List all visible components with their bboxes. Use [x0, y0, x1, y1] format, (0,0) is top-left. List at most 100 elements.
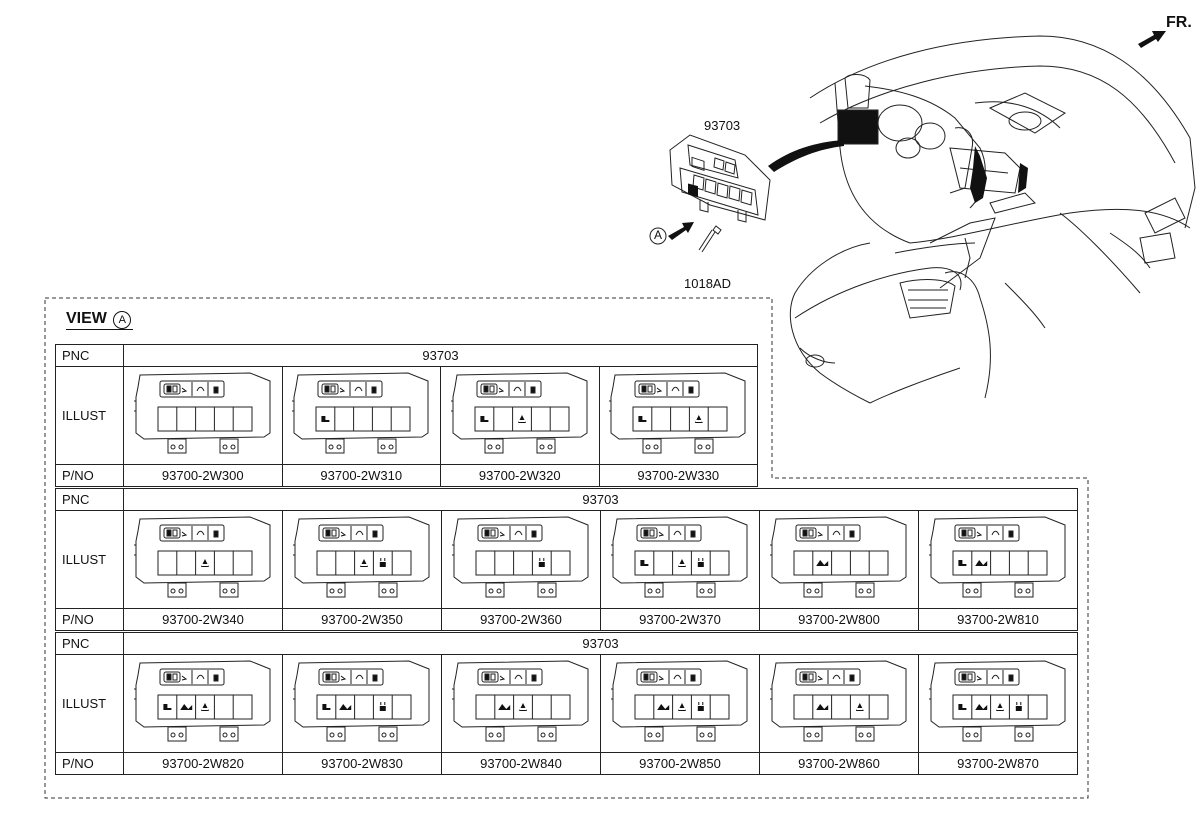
- part-number: 93700-2W350: [282, 608, 442, 631]
- panel-body: [771, 516, 907, 584]
- illust-cell: [598, 366, 758, 465]
- wiper-icon: [514, 530, 523, 536]
- part-number: 93700-2W330: [598, 464, 758, 487]
- illust-cell: [918, 654, 1078, 753]
- wiper-icon: [355, 674, 364, 680]
- mounting-tab: [962, 726, 982, 742]
- mounting-tab: [219, 582, 239, 598]
- illust-cell: [759, 654, 919, 753]
- panel-body: [293, 372, 429, 440]
- seat-icon: [163, 704, 172, 710]
- pnc-value: 93703: [123, 632, 1078, 655]
- heater-icon: [538, 562, 545, 567]
- lock-icon: [690, 674, 696, 682]
- mounting-tab: [644, 582, 664, 598]
- panel-body: [135, 516, 271, 584]
- illust-cell: [441, 510, 601, 609]
- parts-table-1: PNC 93703 ILLUST P/NO 93700-2W300 93700-…: [55, 344, 758, 487]
- illust-cell: [282, 654, 442, 753]
- lock-icon: [213, 674, 219, 682]
- switch-panel-illustration: [293, 516, 430, 598]
- mounting-tab: [484, 438, 504, 454]
- illust-cell: [600, 510, 760, 609]
- illust-cell: [281, 366, 441, 465]
- part-number: 93700-2W830: [282, 752, 442, 775]
- top-cluster: [636, 524, 702, 542]
- mounting-tab: [537, 726, 557, 742]
- wiper-icon: [514, 674, 523, 680]
- lock-icon: [531, 530, 537, 538]
- button-bank: [793, 694, 889, 720]
- switch-panel-illustration: [452, 660, 589, 742]
- mounting-tab: [219, 438, 239, 454]
- part-number: 93700-2W320: [440, 464, 600, 487]
- camera-icon: [498, 704, 511, 710]
- wiper-icon: [196, 674, 205, 680]
- seat-icon: [480, 416, 489, 422]
- front-direction-arrow-icon: [1138, 31, 1166, 48]
- mirror-switch: [480, 383, 498, 395]
- mirror-switch: [799, 671, 817, 683]
- view-title: VIEW A: [66, 310, 134, 330]
- panel-body: [453, 516, 589, 584]
- front-direction-label: FR.: [1166, 14, 1192, 31]
- switch-panel-illustration: [929, 660, 1066, 742]
- seat-icon: [321, 416, 330, 422]
- pnc-value: 93703: [123, 344, 758, 367]
- wiper-icon: [991, 674, 1000, 680]
- mounting-tab: [855, 726, 875, 742]
- pnc-value: 93703: [123, 488, 1078, 511]
- illust-row-label: ILLUST: [55, 510, 124, 609]
- illust-cell: [123, 654, 283, 753]
- mounting-tab: [644, 726, 664, 742]
- top-cluster: [318, 668, 384, 686]
- top-cluster: [954, 668, 1020, 686]
- seat-icon: [322, 704, 331, 710]
- wiper-icon: [673, 674, 682, 680]
- switch-panel-illustration: [292, 372, 429, 454]
- mounting-tab: [694, 438, 714, 454]
- wiper-icon: [832, 530, 841, 536]
- mounting-tab: [167, 726, 187, 742]
- top-cluster: [317, 380, 383, 398]
- top-cluster: [159, 524, 225, 542]
- part-number: 93700-2W840: [441, 752, 601, 775]
- lock-icon: [213, 386, 219, 394]
- button-bank: [316, 694, 412, 720]
- part-number: 93700-2W340: [123, 608, 283, 631]
- assembly-part-number: 93703: [704, 118, 741, 133]
- pnc-row-label: PNC: [55, 344, 124, 367]
- lock-icon: [213, 530, 219, 538]
- top-cluster: [636, 668, 702, 686]
- illust-cell: [441, 654, 601, 753]
- panel-body: [135, 372, 271, 440]
- location-pointer-arrow: [768, 140, 844, 172]
- top-cluster: [795, 668, 861, 686]
- mounting-tab: [536, 438, 556, 454]
- camera-icon: [180, 704, 193, 710]
- mounting-tab: [803, 582, 823, 598]
- mounting-tab: [167, 438, 187, 454]
- mounting-tab: [167, 582, 187, 598]
- mirror-switch: [321, 383, 339, 395]
- pno-row-label: P/NO: [55, 464, 124, 487]
- mounting-tab: [377, 438, 397, 454]
- button-bank: [793, 550, 889, 576]
- heater-icon: [697, 562, 704, 567]
- switch-panel-illustration: [293, 660, 430, 742]
- wiper-icon: [513, 386, 522, 392]
- mirror-switch: [799, 527, 817, 539]
- mirror-switch: [322, 527, 340, 539]
- top-cluster: [795, 524, 861, 542]
- lock-icon: [688, 386, 694, 394]
- mounting-tab: [325, 438, 345, 454]
- panel-body: [135, 660, 271, 728]
- button-bank: [316, 550, 412, 576]
- view-title-text: VIEW: [66, 310, 107, 327]
- camera-icon: [816, 704, 829, 710]
- switch-panel-illustration: [450, 372, 588, 454]
- mounting-tab: [219, 726, 239, 742]
- part-number: 93700-2W820: [123, 752, 283, 775]
- mounting-tab: [803, 726, 823, 742]
